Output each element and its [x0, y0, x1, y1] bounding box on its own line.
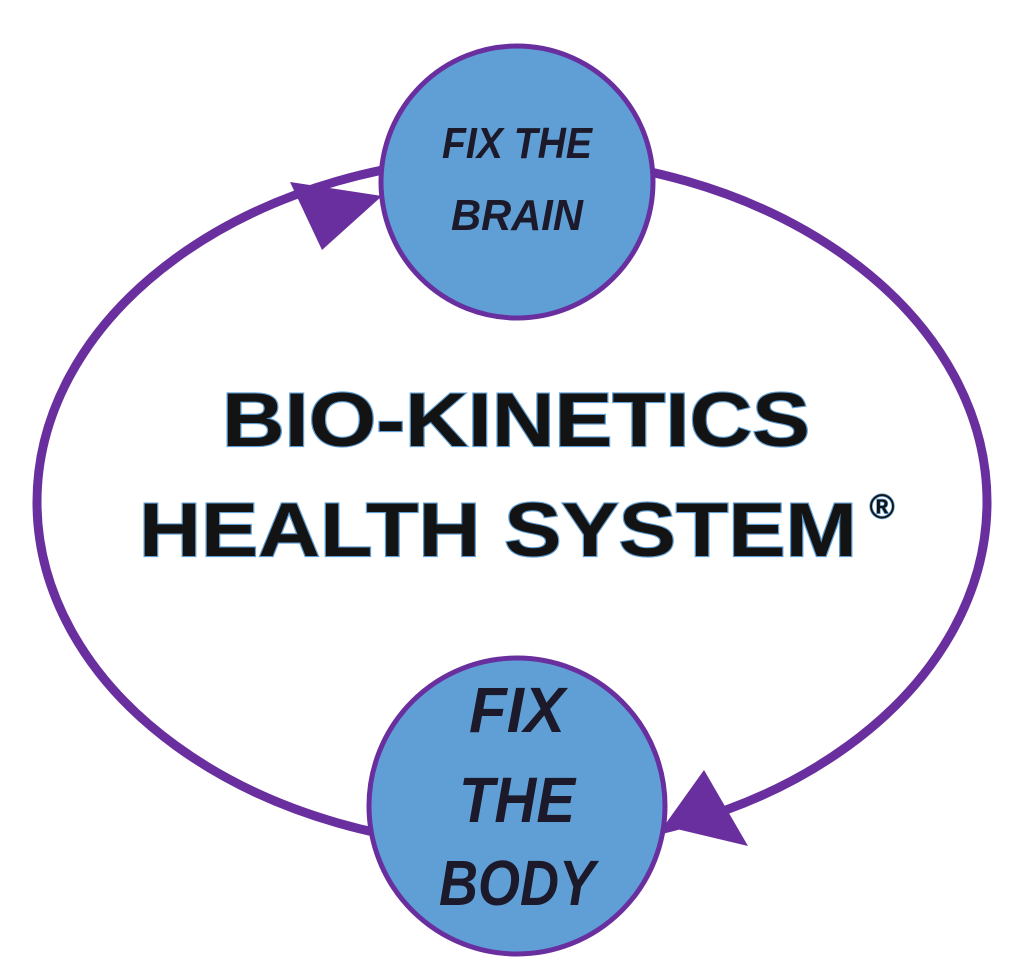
system-title: BIO-KINETICS HEALTH SYSTEM ®	[138, 377, 895, 574]
node-fix-the-brain: FIX THE BRAIN	[378, 43, 656, 321]
node-bottom-label-line2: THE	[459, 764, 577, 836]
arrowhead-to-brain-icon	[290, 182, 382, 250]
node-bottom-label-line3: BODY	[439, 847, 599, 919]
title-line1: BIO-KINETICS	[222, 378, 810, 463]
title-line2: HEALTH SYSTEM	[139, 488, 857, 573]
arrowhead-to-body-icon	[664, 770, 748, 846]
node-top-label-line1: FIX THE	[442, 119, 593, 168]
node-top-circle	[378, 43, 656, 321]
node-fix-the-body: FIX THE BODY	[366, 655, 668, 957]
node-top-label-line2: BRAIN	[451, 191, 584, 240]
node-bottom-label-line1: FIX	[469, 674, 568, 746]
registered-mark: ®	[869, 488, 894, 526]
node-bottom-circle	[366, 655, 668, 957]
